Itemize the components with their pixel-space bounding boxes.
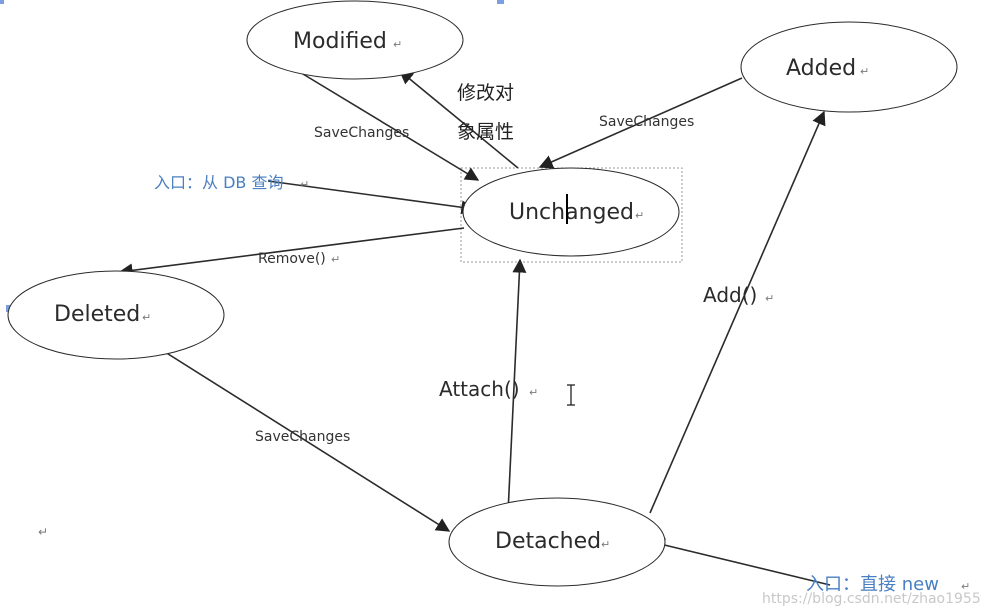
- paragraph-mark: ↵: [529, 386, 538, 399]
- selection-handle[interactable]: [497, 0, 504, 4]
- paragraph-mark: ↵: [38, 525, 48, 539]
- watermark: https://blog.csdn.net/zhao1955: [762, 591, 981, 607]
- edge-entry-new-to-detached: [650, 538, 831, 586]
- edge-detached-to-added: [649, 110, 826, 514]
- paragraph-mark: ↵: [300, 178, 309, 191]
- paragraph-mark: ↵: [142, 311, 151, 324]
- label-savechanges-modified: SaveChanges: [314, 125, 409, 141]
- state-modified[interactable]: Modified ↵: [246, 0, 464, 80]
- label-remove: Remove(): [258, 251, 326, 267]
- edge-added-to-unchanged: [538, 77, 743, 169]
- edge-deleted-to-detached: [164, 351, 451, 532]
- state-detached[interactable]: Detached ↵: [448, 497, 666, 587]
- state-deleted-label: Deleted: [54, 302, 140, 327]
- edge-unchanged-to-deleted: [118, 227, 465, 278]
- label-modify-object-line1: 修改对: [457, 82, 514, 104]
- edge-unchanged-to-modified: [398, 70, 519, 169]
- label-savechanges-added: SaveChanges: [599, 114, 694, 130]
- paragraph-mark: ↵: [765, 292, 774, 305]
- label-modify-object-line2: 象属性: [457, 121, 514, 143]
- entry-query-from-db: 入口：从 DB 查询: [154, 173, 283, 192]
- edge-entry-db-to-unchanged: [267, 180, 476, 215]
- paragraph-mark: ↵: [393, 38, 402, 51]
- edge-modified-to-unchanged: [297, 70, 480, 181]
- state-added-label: Added: [786, 56, 856, 81]
- edge-detached-to-unchanged: [507, 258, 527, 514]
- state-deleted[interactable]: Deleted ↵: [7, 270, 225, 360]
- state-modified-label: Modified: [293, 29, 387, 54]
- paragraph-mark: ↵: [331, 253, 340, 266]
- selection-handle[interactable]: [0, 0, 4, 4]
- state-unchanged-label: Unchanged: [509, 200, 634, 225]
- state-unchanged[interactable]: Unchanged ↵: [462, 167, 680, 257]
- paragraph-mark: ↵: [860, 65, 869, 78]
- state-detached-label: Detached: [495, 529, 601, 554]
- entry-new-direct: 入口：直接 new: [806, 574, 939, 595]
- label-attach: Attach(): [439, 377, 520, 401]
- label-savechanges-deleted: SaveChanges: [255, 429, 350, 445]
- paragraph-mark: ↵: [961, 580, 970, 593]
- label-add: Add(): [703, 283, 757, 307]
- selection-frame: [460, 167, 683, 263]
- paragraph-mark: ↵: [635, 209, 644, 222]
- paragraph-mark: ↵: [601, 538, 610, 551]
- state-added[interactable]: Added ↵: [740, 21, 958, 113]
- ibeam-cursor-icon: [567, 384, 575, 406]
